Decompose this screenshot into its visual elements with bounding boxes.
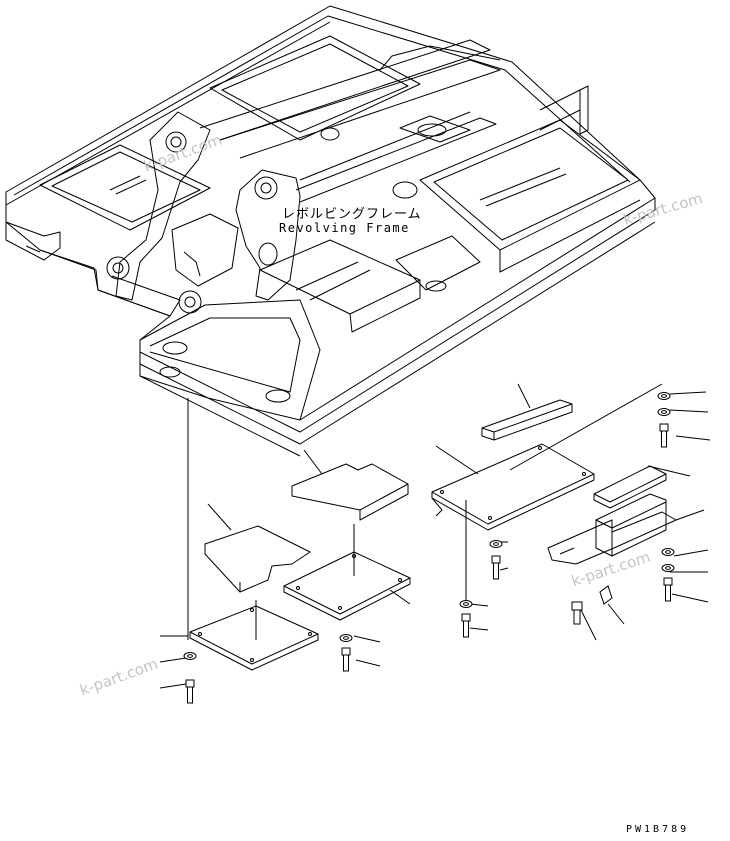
washer-icon xyxy=(661,548,675,556)
cover-plate-left xyxy=(204,503,311,593)
bolt-icon xyxy=(491,555,501,580)
revolving-frame xyxy=(5,5,656,640)
bolt-icon xyxy=(341,647,351,672)
cover-plate-center xyxy=(291,449,409,521)
washer-icon xyxy=(657,392,671,400)
bolt-icon xyxy=(663,577,673,602)
washer-icon xyxy=(459,600,473,608)
battery-box-bracket xyxy=(547,493,705,565)
washer-icon xyxy=(339,634,353,642)
washer-icon xyxy=(183,652,197,660)
bolt-icon xyxy=(461,613,471,638)
washer-icon xyxy=(489,540,503,548)
bolt-icon xyxy=(659,423,669,448)
fasteners xyxy=(183,392,675,704)
bolt-icon xyxy=(571,601,583,625)
washer-icon xyxy=(661,564,675,572)
floor-plate-left xyxy=(189,605,319,671)
clip-icon xyxy=(599,585,613,605)
bolt-icon xyxy=(185,679,195,704)
washer-icon xyxy=(657,408,671,416)
rubber-strip xyxy=(481,383,573,441)
frame-label-english: Revolving Frame xyxy=(279,221,410,235)
floor-plate-right xyxy=(431,383,663,531)
cover-bracket xyxy=(593,465,691,509)
leader-lines xyxy=(159,391,711,689)
frame-label-japanese: レボルビングフレーム xyxy=(282,207,422,222)
drawing-code: PW1B789 xyxy=(626,824,690,835)
floor-plate-center xyxy=(283,551,411,621)
